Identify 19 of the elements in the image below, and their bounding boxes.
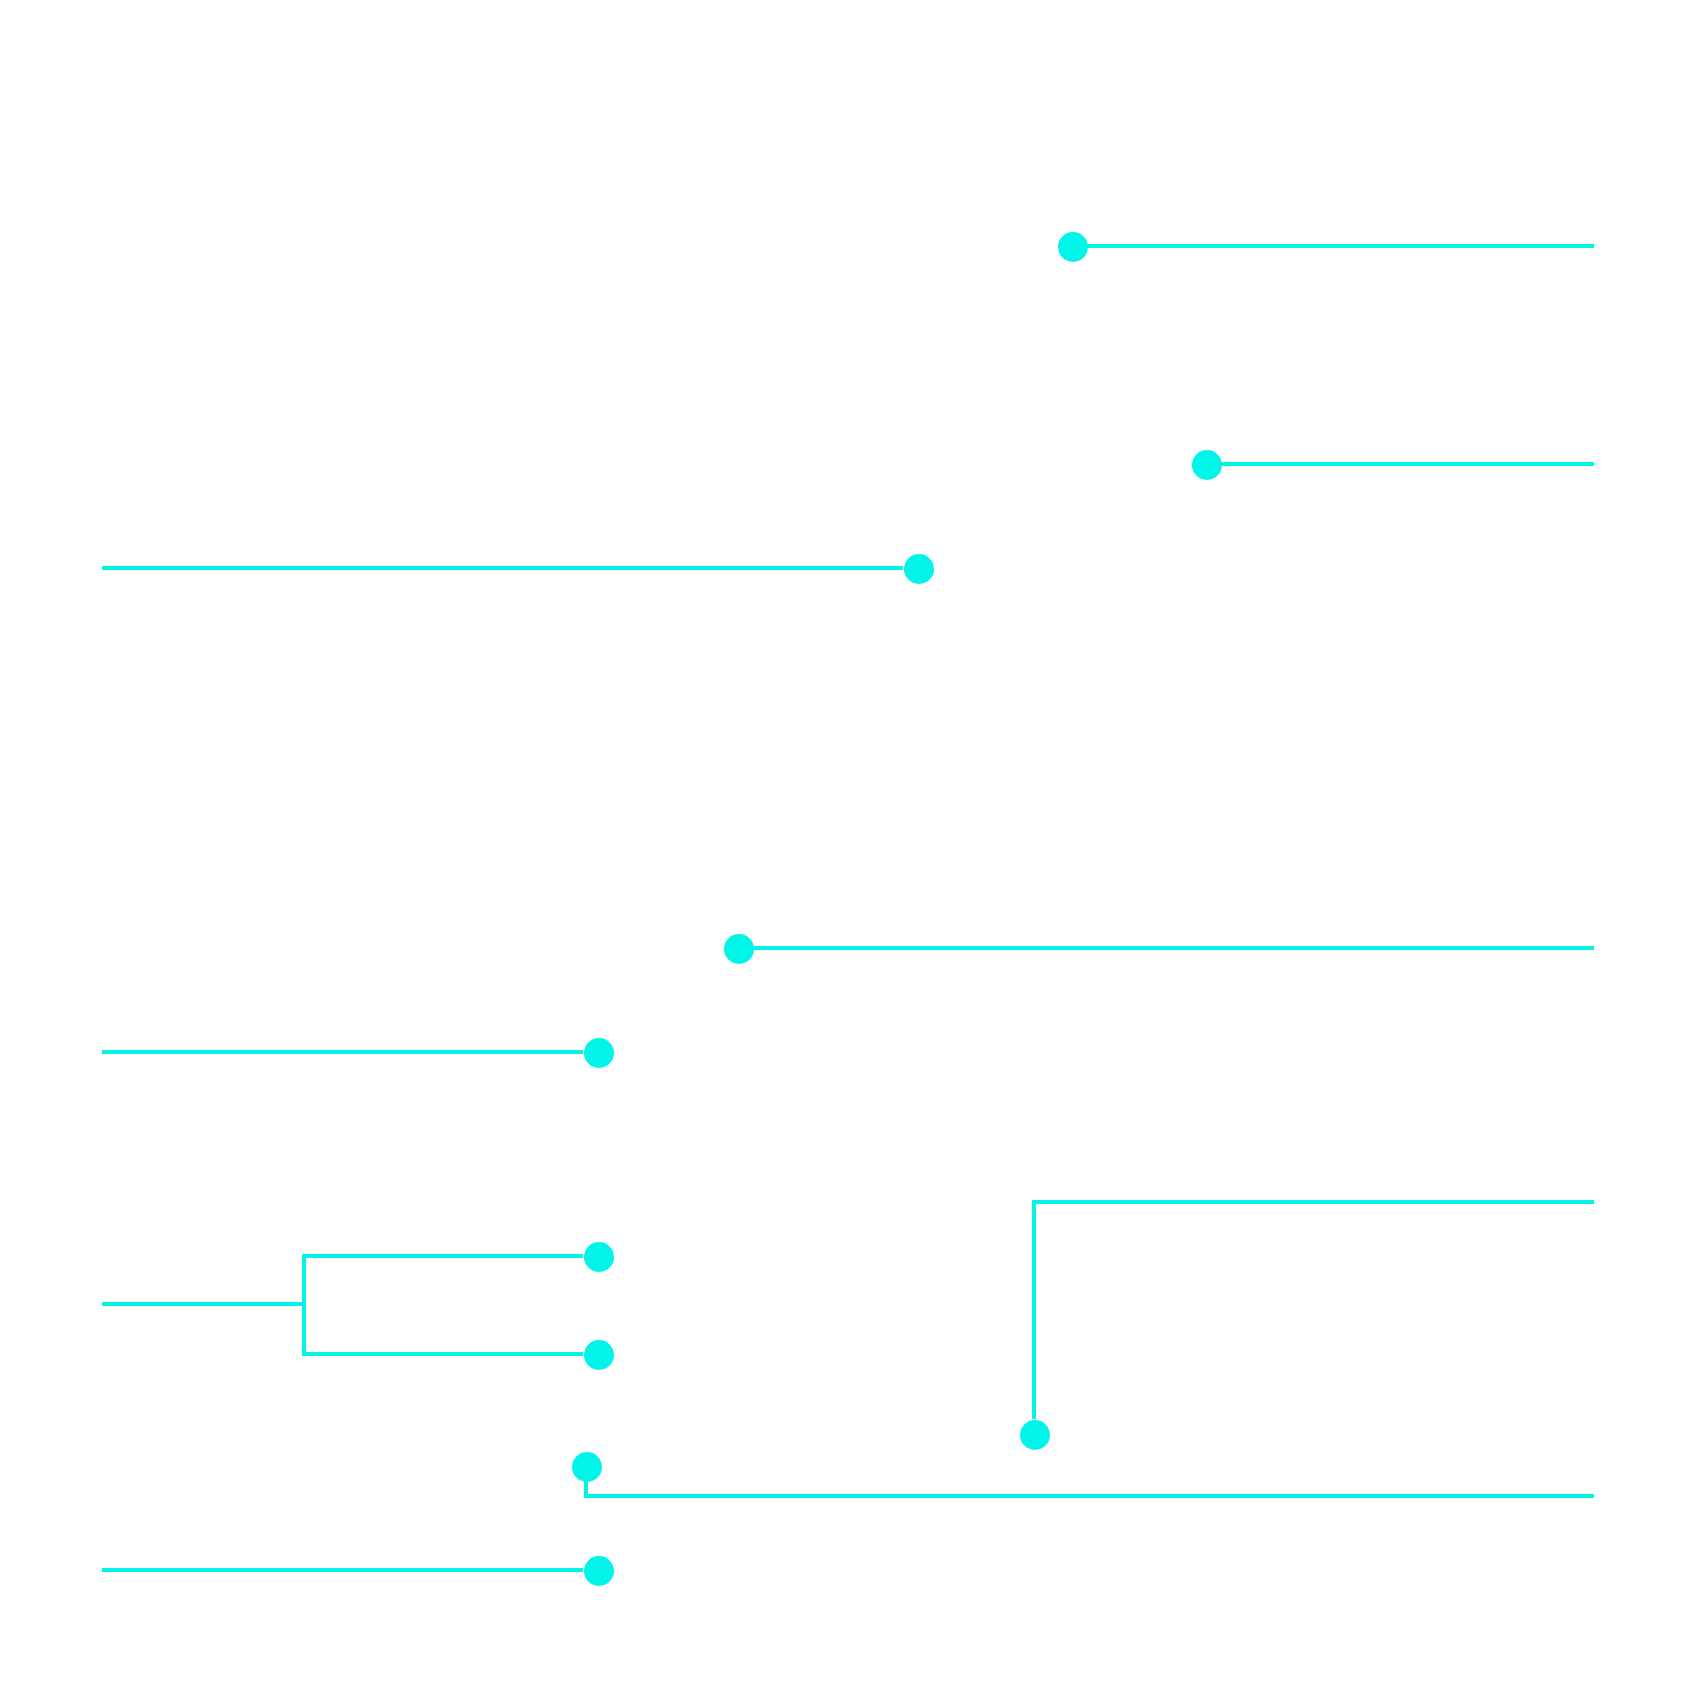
dot-marker	[1019, 1419, 1049, 1449]
leader-line	[584, 1481, 1594, 1498]
leader-line	[753, 946, 1594, 950]
leader-line	[1087, 244, 1594, 248]
leader-line	[102, 1568, 583, 1572]
dot-marker	[583, 1555, 613, 1585]
dot-marker	[1191, 449, 1221, 479]
leader-line	[1032, 1200, 1594, 1419]
leader-line	[102, 566, 903, 570]
dot-marker	[903, 553, 933, 583]
dot-marker	[1057, 231, 1087, 261]
leader-line	[1221, 462, 1594, 466]
dot-marker	[583, 1339, 613, 1369]
dot-marker	[583, 1037, 613, 1067]
leader-line	[102, 1050, 583, 1054]
dot-marker	[583, 1241, 613, 1271]
dot-marker	[571, 1451, 601, 1481]
dot-marker	[723, 933, 753, 963]
leader-line	[102, 1302, 583, 1356]
